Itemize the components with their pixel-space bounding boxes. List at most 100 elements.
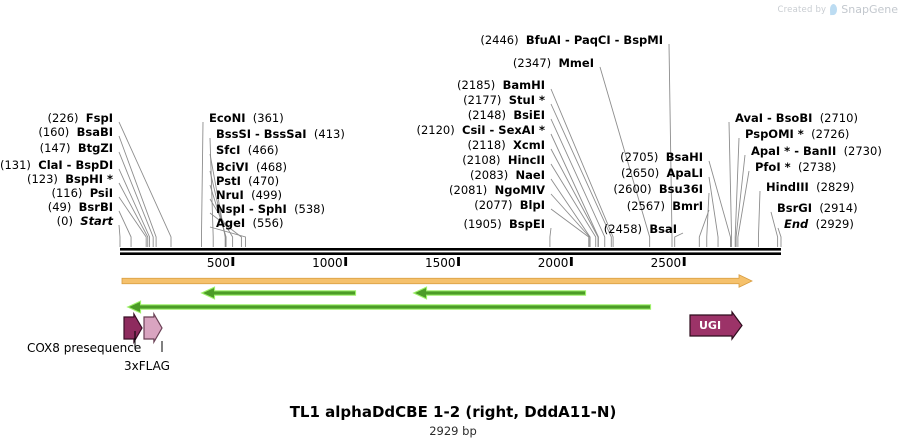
enzyme-label-btgzi: (147) BtgZI: [0, 142, 113, 155]
enzyme-position-blpi: (2077): [474, 198, 513, 212]
enzyme-label-bfuai: (2446) BfuAI - PaqCI - BspMI: [0, 34, 663, 47]
enzyme-position-fspi: (226): [47, 111, 79, 125]
enzyme-position-ngomiv: (2081): [449, 183, 488, 197]
watermark-prefix: Created by: [777, 4, 827, 15]
enzyme-label-bcivi: BciVI (468): [216, 161, 287, 174]
enzyme-position-econi: (361): [252, 111, 284, 125]
enzyme-label-bmri: (2567) BmrI: [0, 200, 703, 213]
enzyme-position-bamhi: (2185): [457, 78, 496, 92]
enzyme-name-econi: EcoNI: [209, 111, 246, 125]
enzyme-label-pfoi: PfoI * (2738): [755, 161, 836, 174]
enzyme-name-bmri: BmrI: [672, 199, 703, 213]
enzyme-label-bsssi: BssSI - BssSaI (413): [216, 128, 345, 141]
enzyme-label-clai: (131) ClaI - BspDI: [0, 159, 113, 172]
enzyme-position-bsphi: (123): [26, 172, 58, 186]
enzyme-position-start: (0): [56, 214, 73, 228]
enzyme-name-avai: AvaI - BsoBI: [735, 111, 813, 125]
enzyme-name-bsai: BsaI: [649, 222, 677, 236]
enzyme-position-stui: (2177): [463, 93, 502, 107]
enzyme-label-bsiei: (2148) BsiEI: [0, 109, 545, 122]
enzyme-name-psii: PsiI: [89, 186, 113, 200]
watermark-brand: SnapGene: [841, 3, 898, 16]
enzyme-position-psii: (116): [51, 186, 83, 200]
feature-label-3xflag: 3xFLAG: [124, 359, 170, 373]
enzyme-label-end: End (2929): [784, 218, 854, 231]
enzyme-name-bsssi: BssSI - BssSaI: [216, 127, 307, 141]
enzyme-name-naei: NaeI: [515, 168, 545, 182]
enzyme-label-apai: ApaI * - BanII (2730): [751, 145, 882, 158]
enzyme-position-mmei: (2347): [512, 56, 552, 70]
enzyme-position-agei: (556): [252, 216, 284, 230]
enzyme-label-psii: (116) PsiI: [0, 187, 113, 200]
enzyme-name-csii: CsiI - SexAI *: [462, 123, 545, 137]
enzyme-name-bspei: BspEI: [509, 217, 545, 231]
enzyme-label-bsrgi: BsrGI (2914): [777, 202, 858, 215]
enzyme-label-hincii: (2108) HincII: [0, 154, 545, 167]
enzyme-position-end: (2929): [815, 217, 854, 231]
enzyme-position-clai: (131): [0, 158, 31, 172]
map-length: 2929 bp: [429, 424, 477, 438]
enzyme-name-clai: ClaI - BspDI: [38, 158, 114, 172]
enzyme-label-bsahi: (2705) BsaHI: [0, 151, 703, 164]
enzyme-label-nspi: NspI - SphI (538): [216, 203, 325, 216]
enzyme-position-bspei: (1905): [463, 217, 502, 231]
feature-inline-label-ugi: UGI: [699, 319, 722, 332]
enzyme-position-bmri: (2567): [626, 199, 665, 213]
enzyme-name-bsiei: BsiEI: [513, 108, 545, 122]
ruler-tick-2000: 2000: [537, 256, 569, 270]
enzyme-name-apali: ApaLI: [666, 166, 704, 180]
enzyme-label-start: (0) Start: [0, 215, 113, 228]
enzyme-name-hindiii: HindIII: [766, 180, 809, 194]
enzyme-position-nrui: (499): [251, 188, 283, 202]
enzyme-name-pspomi: PspOMI *: [745, 127, 804, 141]
enzyme-name-bsrgi: BsrGI: [777, 201, 812, 215]
enzyme-label-bsabi: (160) BsaBI: [0, 126, 113, 139]
enzyme-name-bsu36i: Bsu36I: [658, 182, 703, 196]
enzyme-label-sfci: SfcI (466): [216, 144, 279, 157]
enzyme-name-bsphi: BspHI *: [65, 172, 113, 186]
enzyme-name-bamhi: BamHI: [502, 78, 545, 92]
snapgene-watermark: Created by SnapGene: [778, 3, 899, 16]
enzyme-label-psti: PstI (470): [216, 175, 279, 188]
enzyme-position-bsai: (2458): [603, 222, 643, 236]
enzyme-position-naei: (2083): [469, 168, 509, 182]
enzyme-position-sfci: (466): [247, 143, 279, 157]
enzyme-position-apali: (2650): [620, 166, 660, 180]
enzyme-position-btgzi: (147): [39, 141, 71, 155]
enzyme-label-econi: EcoNI (361): [209, 112, 284, 125]
enzyme-name-sfci: SfcI: [216, 143, 241, 157]
enzyme-position-bfuai: (2446): [480, 33, 519, 47]
enzyme-label-avai: AvaI - BsoBI (2710): [735, 112, 858, 125]
enzyme-position-psti: (470): [248, 174, 280, 188]
map-title: TL1 alphaDdCBE 1-2 (right, DddA11-N): [289, 403, 617, 421]
enzyme-position-avai: (2710): [819, 111, 858, 125]
enzyme-name-hincii: HincII: [507, 153, 545, 167]
enzyme-position-xcmi: (2118): [467, 138, 506, 152]
enzyme-name-bsahi: BsaHI: [665, 150, 703, 164]
ruler-tick-2500: 2500: [650, 256, 682, 270]
enzyme-label-apali: (2650) ApaLI: [0, 167, 703, 180]
enzyme-label-naei: (2083) NaeI: [0, 169, 545, 182]
enzyme-label-bsphi: (123) BspHI *: [0, 173, 113, 186]
enzyme-name-bfuai: BfuAI - PaqCI - BspMI: [525, 33, 663, 47]
enzyme-label-ngomiv: (2081) NgoMIV: [0, 184, 545, 197]
enzyme-label-stui: (2177) StuI *: [0, 94, 545, 107]
enzyme-name-nrui: NruI: [216, 188, 244, 202]
enzyme-label-blpi: (2077) BlpI: [0, 199, 545, 212]
enzyme-position-nspi: (538): [294, 202, 325, 216]
enzyme-label-pspomi: PspOMI * (2726): [745, 128, 849, 141]
enzyme-name-start: Start: [80, 214, 113, 228]
enzyme-name-mmei: MmeI: [558, 56, 594, 70]
enzyme-name-blpi: BlpI: [519, 198, 545, 212]
enzyme-name-ngomiv: NgoMIV: [494, 183, 545, 197]
ruler-tick-500: 500: [206, 256, 230, 270]
feature-label-cox8-presequence: COX8 presequence: [27, 341, 142, 355]
enzyme-label-bsrbi: (49) BsrBI: [0, 201, 113, 214]
enzyme-label-mmei: (2347) MmeI: [0, 57, 594, 70]
enzyme-name-agei: AgeI: [216, 216, 246, 230]
enzyme-label-csii: (2120) CsiI - SexAI *: [0, 124, 545, 137]
enzyme-name-bsabi: BsaBI: [76, 125, 113, 139]
enzyme-name-pfoi: PfoI *: [755, 160, 791, 174]
enzyme-label-bspei: (1905) BspEI: [0, 218, 545, 231]
